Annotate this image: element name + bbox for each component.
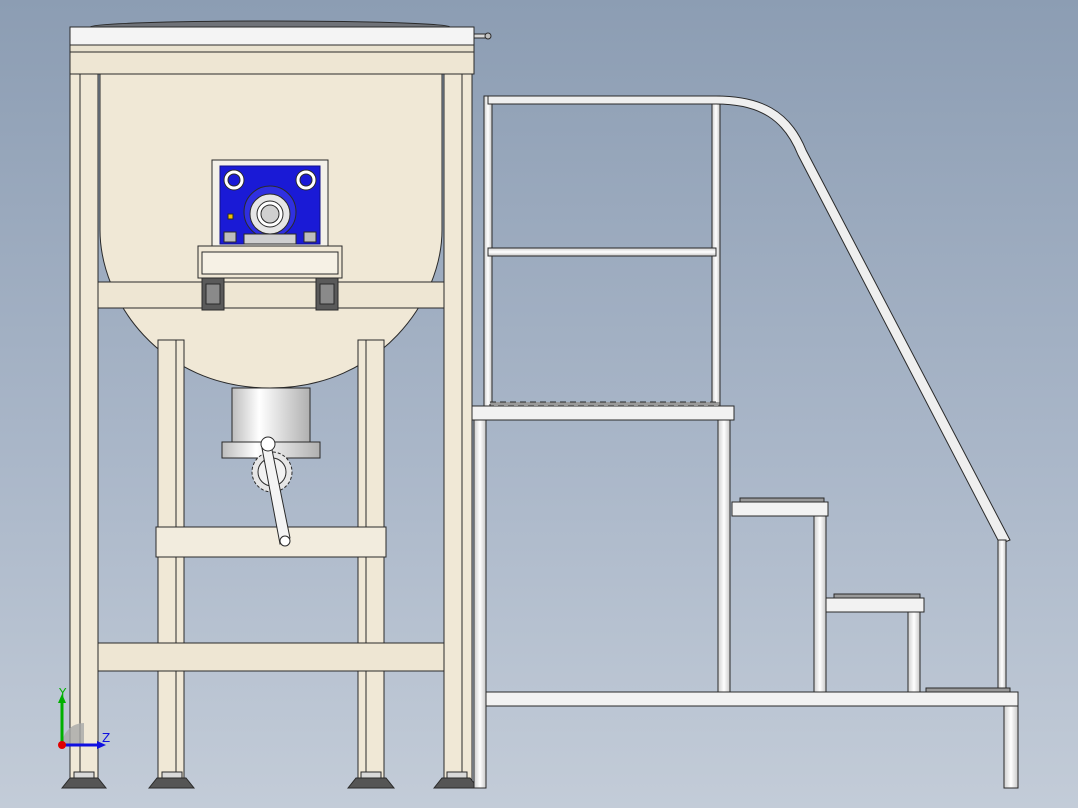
frame-right-post [443, 73, 473, 781]
bearing-assembly [197, 159, 343, 311]
triad-z-label: Z [102, 731, 111, 745]
leveling-feet [60, 771, 480, 789]
frame-left-post [69, 73, 99, 781]
discharge-valve [221, 387, 321, 547]
frame-inner-right-post [357, 339, 385, 781]
lower-cross-beam [97, 642, 445, 672]
axis-triad [58, 694, 106, 749]
middle-cross-beam [155, 526, 387, 558]
access-platform [471, 95, 1019, 789]
frame-inner-left-post [157, 339, 185, 781]
upper-cross-beam [97, 281, 445, 309]
triad-y-label: Y [59, 686, 67, 700]
